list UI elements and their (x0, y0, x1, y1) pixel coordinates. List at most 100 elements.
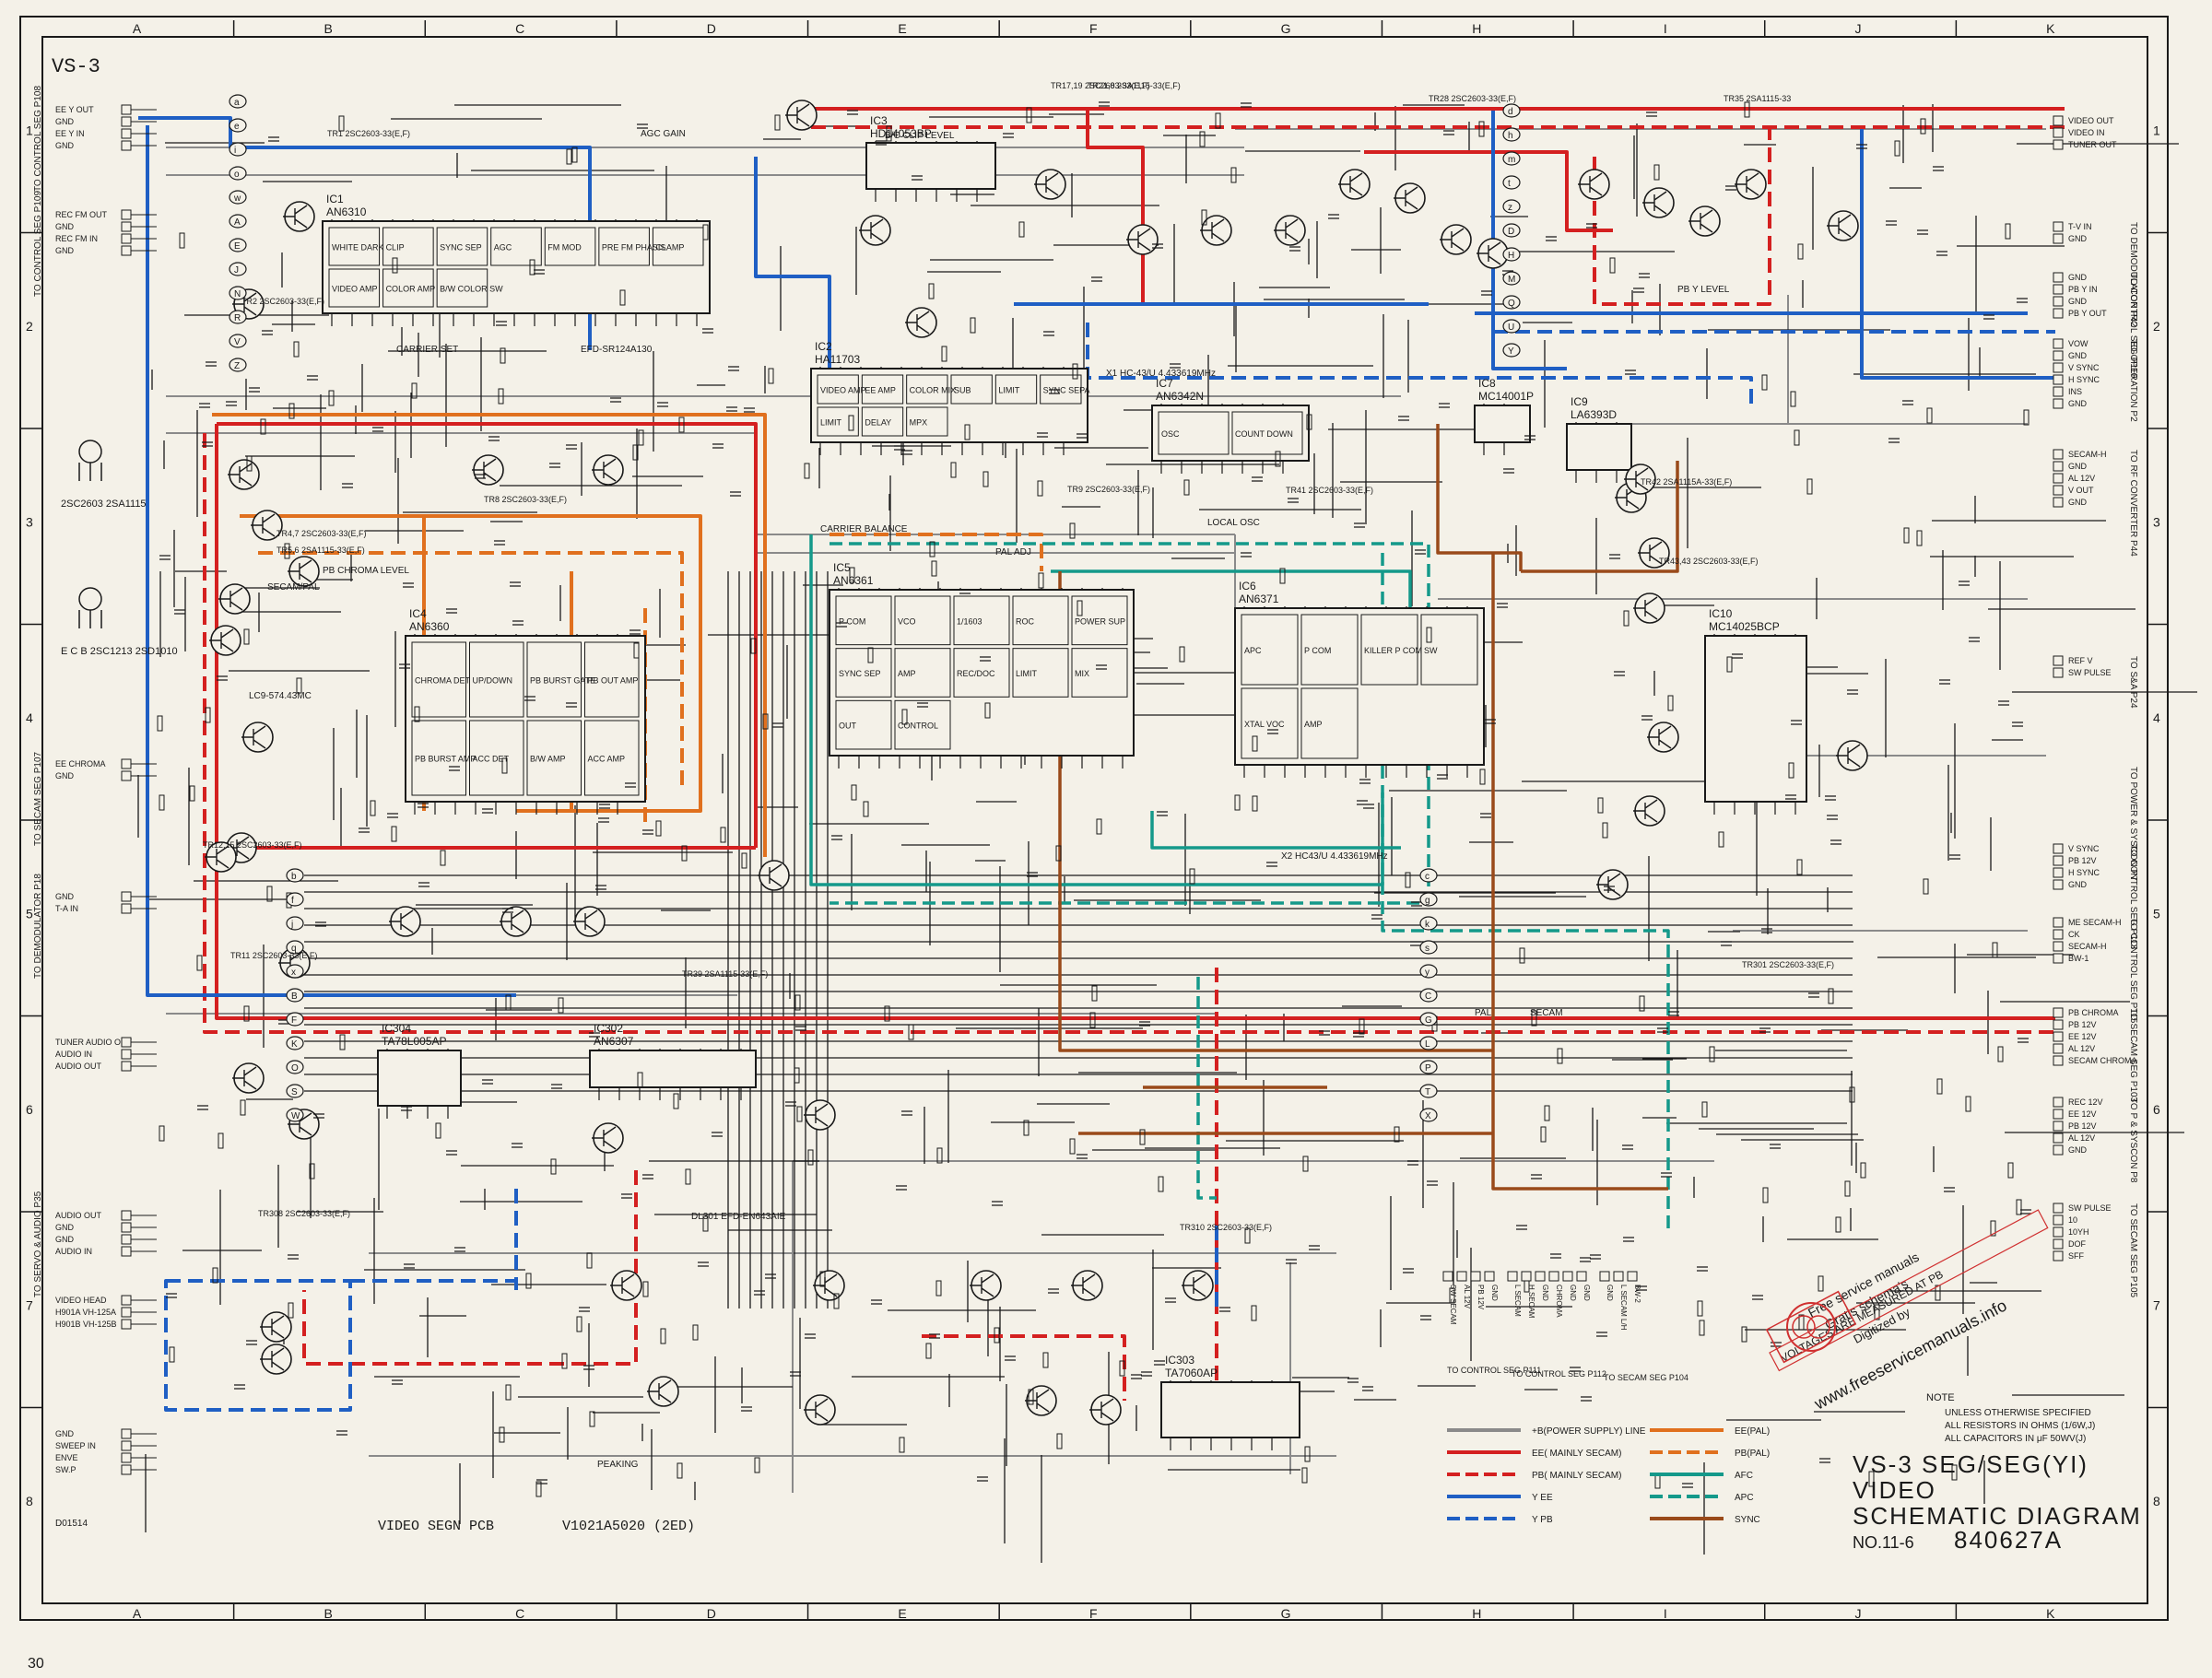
grid-col-bottom-D: D (707, 1606, 716, 1621)
grid-col-top-I: I (1664, 21, 1667, 36)
transistor-label-18: TR310 2SC2603-33(E,F) (1180, 1223, 1272, 1232)
transistor-symbol (218, 583, 251, 615)
ic-block-ic7-0: OSC (1161, 429, 1180, 439)
right-connector-pin-3-1: GND (2068, 351, 2088, 360)
annotation-11: EFD-SR124A130 (581, 345, 653, 355)
signal-tag-b: b (286, 868, 304, 883)
right-connector-pin-2-0: GND (2068, 273, 2088, 282)
ic-ref-ic2: IC2 (815, 340, 832, 353)
right-connector-pin-2-3: PB Y OUT (2068, 309, 2107, 318)
ic-block-ic1-6: CLAMP (655, 243, 684, 252)
right-connector-pin-8-3: BW-1 (2068, 954, 2088, 963)
transistor-symbol (472, 454, 504, 486)
transistor-symbol (1071, 1270, 1103, 1301)
power-supply-lines (166, 128, 2046, 1493)
grid-col-bottom-C: C (515, 1606, 524, 1621)
transistor-symbol (389, 906, 421, 937)
ic-ref-ic303: IC303 (1165, 1354, 1194, 1367)
transistor-label-8: TR17,19 2SC2603-33(E,F) (1051, 81, 1150, 90)
annotation-12: LC9-574.43MC (249, 691, 312, 701)
ic-block-ic5-8: LIMIT (1016, 669, 1038, 678)
transistor-symbol (592, 454, 624, 486)
ic-part-ic5: AN6361 (833, 574, 874, 587)
right-connector-pin-3-4: INS (2068, 387, 2082, 396)
signal-tag-label-R: R (234, 313, 241, 323)
signal-tag-d: d (1502, 103, 1521, 118)
signal-tag-H: H (1502, 247, 1521, 262)
transistor-symbol (758, 860, 790, 891)
grid-row-left-3: 3 (26, 514, 33, 529)
legend-label-right-3: APC (1735, 1493, 1754, 1503)
transistor-label-13: TR41 2SC2603-33(E,F) (1286, 486, 1373, 495)
signal-tag-g: g (1419, 892, 1438, 907)
left-connector-pin-5-1: GND (55, 1223, 75, 1232)
right-connector-pin-11-3: DOF (2068, 1239, 2087, 1249)
ic-block-ic5-3: ROC (1016, 616, 1035, 626)
page-number: 30 (28, 1656, 44, 1672)
grid-col-bottom-I: I (1664, 1606, 1667, 1621)
legend-label-left-4: Y PB (1532, 1515, 1553, 1525)
right-connector-title-7: TO CONTROL SEG P113 (2128, 844, 2138, 950)
signal-tag-z: z (1502, 199, 1521, 214)
ic-block-ic5-11: CONTROL (898, 722, 938, 731)
right-connector-title-2: TO CONTROL SEG P110 (2128, 273, 2138, 379)
left-connector-pin-4-0: TUNER AUDIO OUT (55, 1038, 133, 1047)
transistor-symbol (813, 1270, 845, 1301)
key-label-2sc2603: 2SC2603 2SA1115 (61, 499, 147, 510)
legend-item-right-3: APC (1650, 1493, 1754, 1503)
transistor-symbol (251, 510, 283, 541)
ic-part-ic304: TA78L005AP (382, 1035, 447, 1048)
grid-row-right-1: 1 (2153, 123, 2160, 137)
grid-row-right-6: 6 (2153, 1102, 2160, 1117)
ic-block-ic5-7: REC/DOC (957, 669, 995, 678)
bottom-connector-pin-0-3: GND (1490, 1285, 1499, 1301)
right-connector-pin-7-2: H SYNC (2068, 868, 2100, 877)
transistor-symbol (785, 100, 818, 131)
signal-tag-label-b: b (291, 872, 297, 882)
right-connector-pin-3-2: V SYNC (2068, 363, 2100, 372)
transistor-label-14: TR42 2SA1115A-33(E,F) (1641, 477, 1732, 487)
y-pb-path (164, 323, 2055, 1412)
bottom-connector-pin-1-2: GND (1541, 1285, 1549, 1301)
signal-tag-Y: Y (1502, 343, 1521, 358)
right-connector-pin-2-1: PB Y IN (2068, 285, 2098, 294)
ic-block-ic2-1: EE AMP (865, 386, 896, 395)
left-connector-title-0: TO CONTROL SEG P108 (33, 86, 43, 192)
ic-block-ic1-8: COLOR AMP (386, 285, 436, 294)
right-connector-title-8: TO CONTROL SEG P115 (2128, 918, 2138, 1024)
signal-tag-K: K (286, 1036, 304, 1050)
ic-block-ic4-7: ACC AMP (588, 755, 626, 764)
signal-tag-k: k (1419, 916, 1438, 931)
legend-item-left-2: PB( MAINLY SECAM) (1447, 1471, 1621, 1481)
left-connector-pin-6-1: H901A VH-125A (55, 1308, 116, 1317)
signal-tag-w: w (229, 190, 247, 205)
transistor-label-2: TR4,7 2SC2603-33(E,F) (276, 529, 367, 538)
grid-row-right-8: 8 (2153, 1494, 2160, 1508)
ic-block-ic5-5: SYNC SEP (839, 669, 881, 678)
legend-label-right-0: EE(PAL) (1735, 1426, 1770, 1437)
ic-block-ic5-10: OUT (839, 722, 857, 731)
legend-item-right-2: AFC (1650, 1471, 1753, 1481)
annotation-9: X1 HC-43/U 4.433619MHz (1106, 369, 1216, 379)
grid-col-bottom-G: G (1281, 1606, 1291, 1621)
secam-ee-path (215, 107, 2065, 1020)
bottom-connector-pin-2-1: L SECAM L/H (1619, 1285, 1628, 1331)
signal-tag-T: T (1419, 1084, 1438, 1098)
right-connector-title-6: TO POWER & SYSCON P7 (2128, 767, 2138, 881)
legend-label-left-1: EE( MAINLY SECAM) (1532, 1449, 1621, 1459)
ic-ref-ic302: IC302 (594, 1022, 623, 1035)
transistor-label-0: TR1 2SC2603-33(E,F) (327, 129, 410, 138)
signal-tag-label-F: F (291, 1015, 297, 1026)
bottom-connector-pin-1-5: GND (1583, 1285, 1591, 1301)
bottom-connector-title-1: TO CONTROL SEG P112 (1512, 1369, 1606, 1379)
signal-tag-label-K: K (291, 1039, 298, 1050)
